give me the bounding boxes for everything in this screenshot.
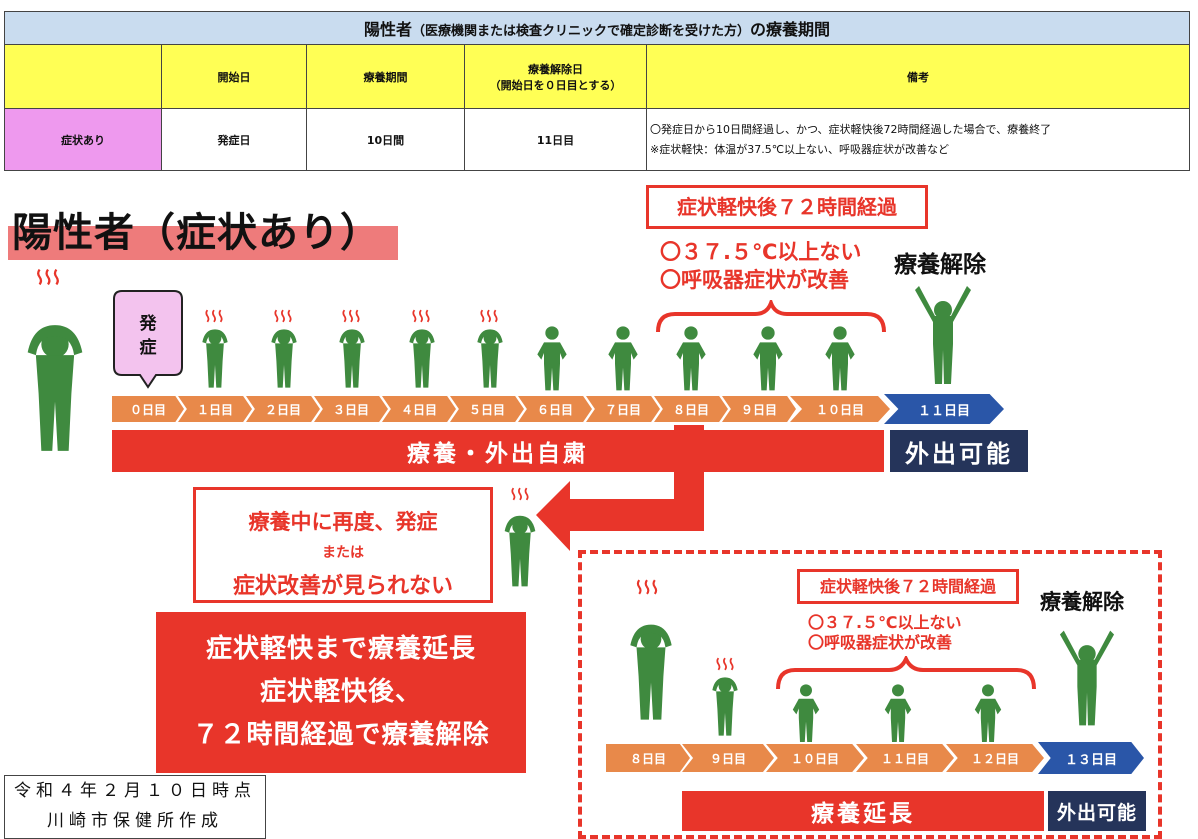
onset-bubble bbox=[113, 290, 183, 389]
title-main: 陽性者 bbox=[363, 20, 412, 39]
header-period: 療養期間 bbox=[306, 44, 465, 109]
extension-bar: 療養延長 bbox=[682, 791, 1044, 831]
day-chevron: １２日目 bbox=[946, 744, 1044, 772]
free-to-go-bar: 外出可能 bbox=[1048, 791, 1146, 831]
bottom-release-label: 療養解除 bbox=[1040, 590, 1124, 614]
row-label: 症状あり bbox=[4, 108, 162, 171]
section-title: 陽性者（症状あり） bbox=[8, 200, 398, 262]
day-chevron: ８日目 bbox=[654, 396, 728, 422]
remark-line2: ※症状軽快：体温が37.5℃以上ない、呼吸器症状が改善など bbox=[650, 142, 950, 156]
top-brace bbox=[656, 300, 886, 333]
person-sick-icon bbox=[471, 320, 509, 392]
day-chevron: ０日目 bbox=[112, 396, 184, 422]
person-sick-icon bbox=[620, 596, 682, 740]
bottom-cond-temp: 〇３７.５℃以上ない bbox=[808, 613, 962, 632]
header-release-line1: 療養解除日 bbox=[528, 62, 583, 76]
day-chevron: １１日目 bbox=[856, 744, 954, 772]
day-chevron: ２日目 bbox=[246, 396, 320, 422]
extension-line3: ７２時間経過で療養解除 bbox=[192, 720, 490, 750]
day-chevron: ７日目 bbox=[586, 396, 660, 422]
person-sick-icon bbox=[265, 320, 303, 392]
remark-line1: 〇発症日から10日間経過し、かつ、症状軽快後72時間経過した場合で、療養終了 bbox=[650, 122, 1052, 136]
day-chevron: ９日目 bbox=[682, 744, 774, 772]
day-chevron: ６日目 bbox=[518, 396, 592, 422]
reoccur-line2: または bbox=[322, 545, 364, 561]
reoccur-box: 療養中に再度、発症 または 症状改善が見られない bbox=[193, 487, 493, 603]
header-remarks: 備考 bbox=[646, 44, 1190, 109]
person-sick-icon bbox=[333, 320, 371, 392]
person-recovering-icon bbox=[532, 322, 572, 392]
person-recovering-icon bbox=[878, 682, 918, 742]
person-sick-icon bbox=[403, 320, 441, 392]
day-chevron: ５日目 bbox=[450, 396, 524, 422]
person-recovering-icon bbox=[820, 322, 860, 392]
arrow-icon bbox=[536, 425, 704, 551]
day-chevron: ８日目 bbox=[606, 744, 690, 772]
source-note: 令和４年２月１０日時点 川崎市保健所作成 bbox=[4, 775, 266, 839]
title-paren: （医療機関または検査クリニックで確定診断を受けた方） bbox=[411, 24, 750, 39]
day-chevron: ４日目 bbox=[382, 396, 456, 422]
day-chevron: １０日目 bbox=[790, 396, 890, 422]
day-chevron: ３日目 bbox=[314, 396, 388, 422]
day-chevron: １０日目 bbox=[766, 744, 864, 772]
person-big-icon bbox=[14, 290, 96, 475]
person-recovering-icon bbox=[603, 322, 643, 392]
isolation-bar: 療養・外出自粛 bbox=[112, 430, 884, 472]
header-release: 療養解除日 （開始日を０日目とする） bbox=[464, 44, 647, 109]
free-to-go-bar: 外出可能 bbox=[890, 430, 1028, 472]
person-recovering-icon bbox=[968, 682, 1008, 742]
header-release-line2: （開始日を０日目とする） bbox=[489, 78, 622, 92]
day-chevron: １日目 bbox=[178, 396, 252, 422]
title-tail: の療養期間 bbox=[750, 20, 831, 39]
extension-line2: 症状軽快後、 bbox=[259, 677, 422, 707]
top-release-label: 療養解除 bbox=[894, 252, 986, 278]
onset-label: 発症 bbox=[139, 314, 157, 358]
person-released-icon bbox=[1058, 615, 1116, 739]
heat-icon bbox=[34, 262, 62, 292]
title-highlight bbox=[8, 226, 398, 260]
table-title: 陽性者（医療機関または検査クリニックで確定診断を受けた方）の療養期間 bbox=[4, 11, 1190, 45]
note-date: 令和４年２月１０日時点 bbox=[14, 781, 256, 801]
bottom-72h-box: 症状軽快後７２時間経過 bbox=[797, 569, 1019, 604]
row-start: 発症日 bbox=[161, 108, 307, 171]
top-72h-box: 症状軽快後７２時間経過 bbox=[646, 185, 928, 229]
note-author: 川崎市保健所作成 bbox=[47, 811, 223, 831]
header-empty bbox=[4, 44, 162, 109]
person-sick-icon bbox=[706, 668, 744, 740]
title-text: 陽性者（症状あり） bbox=[12, 210, 381, 256]
reoccur-line3: 症状改善が見られない bbox=[232, 574, 453, 599]
reoccur-line1: 療養中に再度、発症 bbox=[248, 510, 438, 534]
top-cond-temp: 〇３７.５℃以上ない bbox=[660, 240, 862, 264]
person-recovering-icon bbox=[786, 682, 826, 742]
bottom-brace bbox=[776, 656, 1036, 690]
top-cond-resp: 〇呼吸器症状が改善 bbox=[660, 268, 849, 292]
release-day-chevron: １１日目 bbox=[884, 394, 1004, 424]
person-recovering-icon bbox=[671, 322, 711, 392]
extension-line1: 症状軽快まで療養延長 bbox=[205, 634, 476, 664]
person-released-icon bbox=[913, 275, 973, 393]
bottom-cond-resp: 〇呼吸器症状が改善 bbox=[808, 633, 953, 652]
row-period: 10日間 bbox=[306, 108, 465, 171]
person-sick-icon bbox=[196, 320, 234, 392]
person-recovering-icon bbox=[748, 322, 788, 392]
extension-box: 症状軽快まで療養延長 症状軽快後、 ７２時間経過で療養解除 bbox=[156, 612, 526, 773]
header-start: 開始日 bbox=[161, 44, 307, 109]
row-remarks: 〇発症日から10日間経過し、かつ、症状軽快後72時間経過した場合で、療養終了 ※症… bbox=[646, 108, 1190, 171]
row-release: 11日目 bbox=[464, 108, 647, 171]
quarantine-table: 陽性者（医療機関または検査クリニックで確定診断を受けた方）の療養期間 開始日 療… bbox=[4, 11, 1190, 171]
day-chevron: ９日目 bbox=[722, 396, 796, 422]
person-sick-icon bbox=[497, 498, 543, 598]
extension-frame bbox=[578, 550, 1162, 839]
release-day-chevron: １３日目 bbox=[1038, 742, 1144, 774]
